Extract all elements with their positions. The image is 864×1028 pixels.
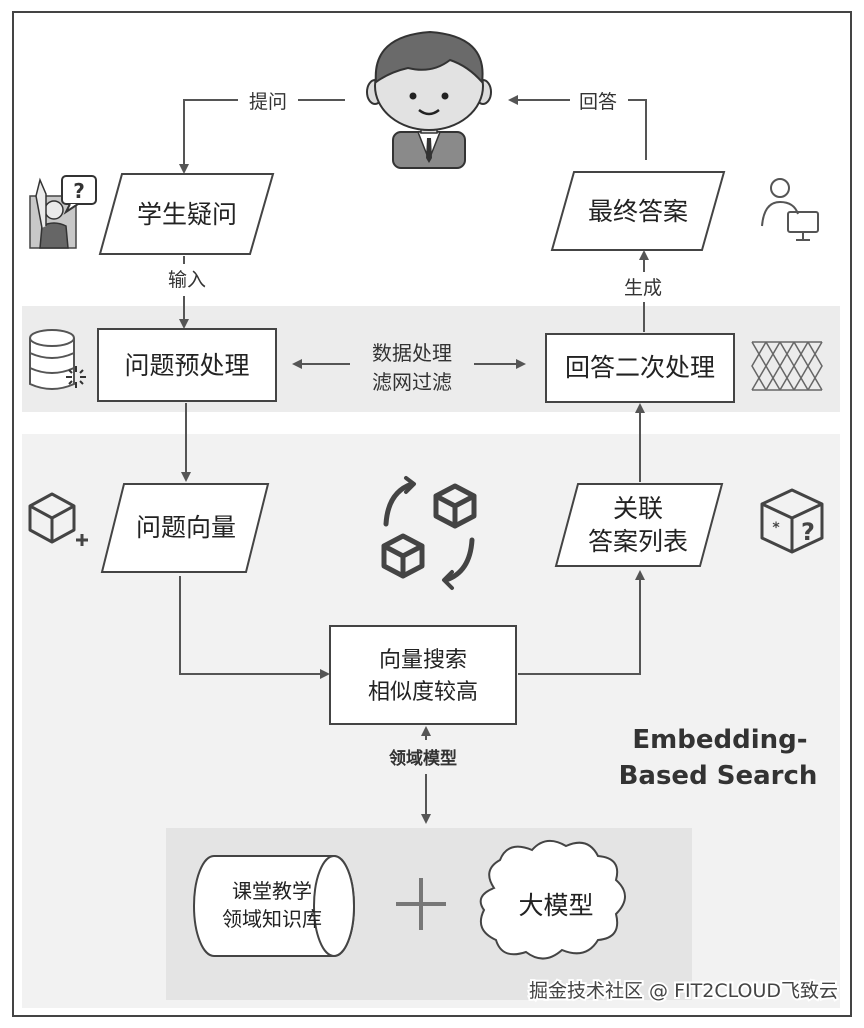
cube-cycle-icon — [381, 476, 477, 590]
watermark: 掘金技术社区 @ FIT2CLOUD飞致云 — [529, 980, 838, 1002]
final-answer-label: 最终答案 — [588, 197, 688, 226]
answer-postprocess-node — [545, 333, 735, 403]
ask-arrow — [184, 99, 345, 172]
ask-label: 提问 — [249, 91, 287, 113]
cube-question-icon: ? * — [760, 488, 824, 554]
data-processing-label-1: 数据处理 — [372, 341, 452, 365]
plus-icon — [396, 878, 446, 930]
ebs-title-line1: Embedding- — [632, 725, 807, 755]
related-answers-label-2: 答案列表 — [588, 527, 688, 556]
answer-label: 回答 — [579, 91, 617, 113]
mesh-filter-icon — [751, 341, 823, 391]
question-vector-label: 问题向量 — [136, 513, 236, 542]
related-answers-node — [554, 483, 724, 567]
final-answer-node — [550, 171, 726, 251]
domain-model-label: 领域模型 — [389, 748, 457, 769]
vector-search-node — [329, 625, 517, 725]
question-vector-node — [100, 483, 270, 573]
ebs-title-line2: Based Search — [619, 761, 818, 791]
question-preprocess-node — [97, 328, 277, 402]
generate-label: 生成 — [624, 277, 662, 299]
answer-postprocess-label: 回答二次处理 — [565, 353, 715, 382]
answer-arrow — [510, 100, 647, 160]
student-avatar-icon — [366, 30, 492, 169]
student-question-node — [98, 173, 275, 255]
cube-plus-icon — [28, 492, 88, 546]
question-preprocess-label: 问题预处理 — [124, 351, 249, 380]
svg-text:?: ? — [801, 518, 815, 546]
knowledge-base-label-1: 课堂教学 — [232, 879, 312, 903]
knowledge-base-node — [193, 855, 355, 957]
search-to-related-arrow — [518, 570, 645, 675]
raised-hand-question-icon: ? — [29, 175, 97, 249]
large-model-label: 大模型 — [518, 891, 593, 920]
database-icon — [29, 329, 86, 390]
input-label: 输入 — [168, 269, 206, 291]
student-question-label: 学生疑问 — [137, 200, 237, 229]
data-processing-label-2: 滤网过滤 — [372, 370, 452, 394]
svg-text:*: * — [772, 520, 780, 536]
knowledge-base-label-2: 领域知识库 — [222, 907, 322, 931]
vector-search-label-2: 相似度较高 — [368, 680, 478, 705]
related-answers-label-1: 关联 — [613, 494, 663, 523]
user-computer-icon — [761, 178, 819, 241]
cloud-icon — [479, 839, 626, 960]
vector-search-label-1: 向量搜索 — [379, 648, 467, 673]
vector-to-search-arrow — [179, 576, 330, 679]
svg-text:?: ? — [73, 179, 85, 203]
